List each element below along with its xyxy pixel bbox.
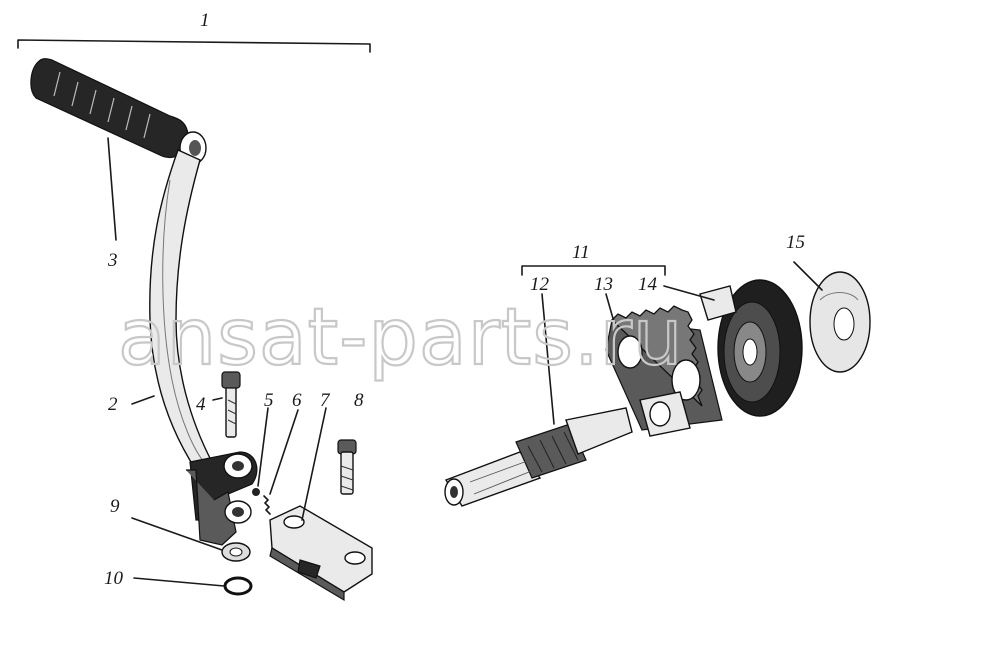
callout-7: 7 [320, 390, 331, 411]
part-4-bolt [221, 371, 241, 438]
part-14-ratchet [699, 279, 803, 417]
callout-1: 1 [200, 10, 210, 31]
assembly-11-bracket [521, 265, 666, 276]
part-13-gear [605, 305, 723, 437]
callout-3: 3 [107, 250, 118, 271]
part-9-washer [221, 542, 251, 562]
callout-5: 5 [264, 390, 274, 411]
part-10-spring-washer [223, 576, 253, 596]
callout-15: 15 [786, 232, 805, 253]
callout-2: 2 [108, 394, 118, 415]
part-8-bolt [337, 439, 357, 495]
leader-lines [107, 137, 823, 587]
callout-9: 9 [110, 496, 120, 517]
callout-8: 8 [354, 390, 364, 411]
part-12-shaft [444, 407, 633, 507]
assembly-1-bracket [17, 39, 371, 53]
callout-13: 13 [594, 274, 613, 295]
callout-14: 14 [638, 274, 658, 295]
callout-6: 6 [292, 390, 302, 411]
callout-12: 12 [530, 274, 550, 295]
part-2-lever [149, 149, 258, 546]
part-5-ball [252, 488, 260, 496]
callout-11: 11 [572, 242, 590, 263]
part-3-grip [30, 58, 207, 165]
part-15-disc [809, 271, 871, 373]
callout-10: 10 [104, 568, 124, 589]
part-6-spring [263, 495, 271, 515]
part-7-clamp [269, 505, 373, 602]
watermark-text: ansat-parts.ru [118, 293, 683, 383]
callout-4: 4 [196, 394, 206, 415]
